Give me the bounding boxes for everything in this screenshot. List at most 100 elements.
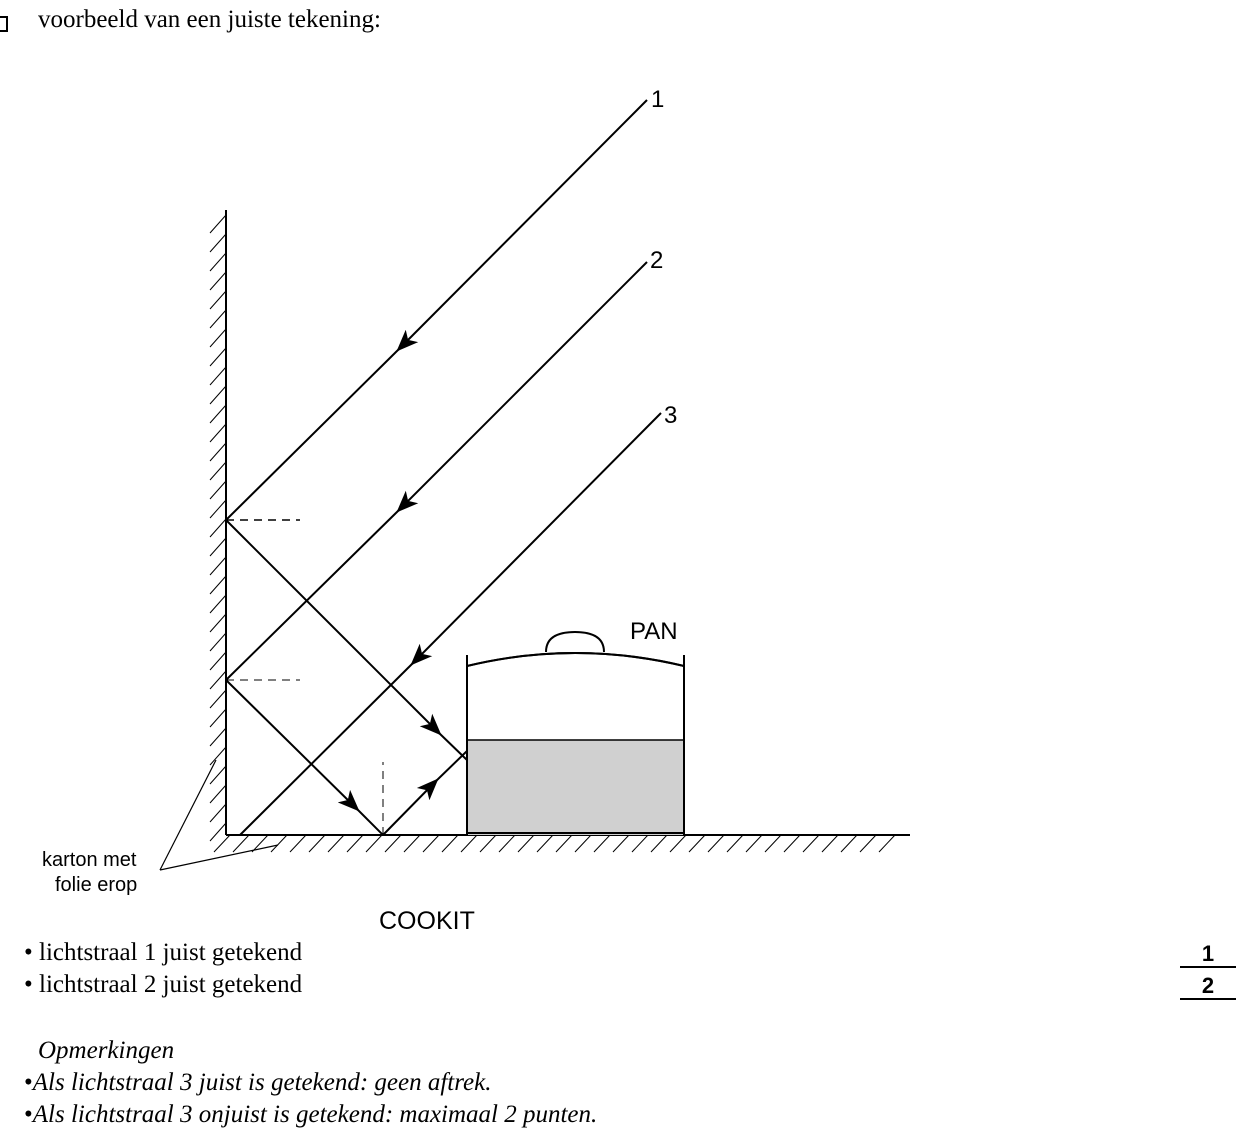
ray-label-1: 1 [651, 86, 664, 113]
floor-hatch-mark [707, 834, 725, 853]
floor-hatch-mark [479, 834, 497, 853]
wall-hatch-mark [209, 480, 227, 500]
floor-hatch-mark [536, 834, 554, 853]
criterion-2: • lichtstraal 2 juist getekend [24, 971, 302, 999]
light-ray-3 [239, 412, 662, 836]
wall-hatch-mark [209, 309, 227, 329]
wall-hatch-mark [209, 689, 227, 709]
floor-hatch-mark [802, 834, 820, 853]
wall-hatch-mark [209, 461, 227, 481]
pointer-line-floor [159, 844, 279, 871]
remark-bullet: • [24, 1069, 33, 1096]
floor-hatch-mark [688, 834, 706, 853]
remark-bullet: • [24, 1101, 33, 1128]
wall-hatch-mark [209, 328, 227, 348]
floor-hatch-mark [593, 834, 611, 853]
remark-item-2: •Als lichtstraal 3 onjuist is getekend: … [24, 1101, 597, 1129]
wall-hatch-mark [209, 822, 227, 842]
floor-hatch-mark [232, 834, 250, 853]
floor-hatch-mark [346, 834, 364, 853]
floor-hatch-mark [745, 834, 763, 853]
pointer-line-wall [159, 759, 217, 871]
floor-hatch-mark [631, 834, 649, 853]
wall-hatch-mark [209, 556, 227, 576]
checkbox-marker [0, 16, 8, 32]
floor-hatch-mark [878, 834, 896, 853]
wall-hatch-mark [209, 708, 227, 728]
floor-hatch-mark [270, 834, 288, 853]
ray-label-2: 2 [650, 247, 663, 274]
floor-hatch-mark [669, 834, 687, 853]
floor-hatch-mark [441, 834, 459, 853]
pan-water [467, 740, 684, 835]
pan-label: PAN [630, 618, 678, 645]
wall-hatch-mark [209, 651, 227, 671]
wall-hatch-mark [209, 347, 227, 367]
cardboard-label-line2: folie erop [55, 874, 137, 896]
score-1: 1 [1180, 942, 1236, 968]
score-2: 2 [1180, 974, 1236, 1000]
vertical-wall [209, 210, 227, 842]
wall-hatch-mark [209, 499, 227, 519]
wall-hatch-mark [209, 803, 227, 823]
floor-hatch-mark [384, 834, 402, 853]
wall-hatch-mark [209, 594, 227, 614]
wall-hatch-mark [209, 404, 227, 424]
cookit-label: COOKIT [379, 907, 475, 935]
floor-hatch-mark [840, 834, 858, 853]
wall-hatch-mark [209, 214, 227, 234]
light-ray-2 [225, 261, 648, 836]
floor-hatch-mark [403, 834, 421, 853]
remark-item-1: •Als lichtstraal 3 juist is getekend: ge… [24, 1069, 491, 1097]
ray-label-3: 3 [664, 402, 677, 429]
light-ray-1 [225, 99, 648, 761]
floor-hatch-mark [327, 834, 345, 853]
criterion-text: lichtstraal 2 juist getekend [39, 971, 303, 998]
wall-hatch-mark [209, 670, 227, 690]
floor-hatch-mark [764, 834, 782, 853]
pan [466, 630, 685, 835]
criterion-bullet: • [24, 971, 33, 998]
floor-hatch-mark [859, 834, 877, 853]
floor-hatch-mark [574, 834, 592, 853]
floor-hatch-mark [498, 834, 516, 853]
wall-hatch-mark [209, 518, 227, 538]
wall-hatch-mark [209, 271, 227, 291]
wall-hatch-mark [209, 727, 227, 747]
wall-hatch-mark [209, 575, 227, 595]
criterion-text: lichtstraal 1 juist getekend [39, 939, 303, 966]
floor-hatch-mark [783, 834, 801, 853]
floor-hatch-mark [612, 834, 630, 853]
floor-hatch-mark [213, 834, 231, 853]
wall-hatch-mark [209, 537, 227, 557]
wall-hatch-mark [209, 746, 227, 766]
wall-hatch-mark [209, 765, 227, 785]
remarks-title: Opmerkingen [38, 1037, 175, 1064]
floor-hatch-mark [555, 834, 573, 853]
floor-hatch-mark [289, 834, 307, 853]
wall-hatch-mark [209, 385, 227, 405]
wall-hatch-mark [209, 632, 227, 652]
floor-hatch-mark [365, 834, 383, 853]
criterion-bullet: • [24, 939, 33, 966]
floor-hatch-mark [517, 834, 535, 853]
floor-hatch-mark [821, 834, 839, 853]
floor-hatch-mark [650, 834, 668, 853]
wall-hatch-mark [209, 252, 227, 272]
floor-hatch-mark [460, 834, 478, 853]
floor-hatch-mark [308, 834, 326, 853]
wall-hatch-mark [209, 366, 227, 386]
header-text: voorbeeld van een juiste tekening: [38, 6, 381, 33]
cardboard-label-line1: karton met [42, 849, 137, 871]
cookit-diagram: 1 2 3 PAN karton met folie erop COOKIT [42, 86, 910, 935]
floor-surface [213, 834, 910, 853]
wall-hatch-mark [209, 442, 227, 462]
wall-hatch-mark [209, 613, 227, 633]
wall-hatch-mark [209, 233, 227, 253]
pan-lid-handle [545, 630, 605, 653]
remark-text: Als lichtstraal 3 juist is getekend: gee… [32, 1069, 492, 1096]
wall-hatch-mark [209, 423, 227, 443]
wall-hatch-mark [209, 290, 227, 310]
floor-hatch-mark [422, 834, 440, 853]
floor-hatch-mark [726, 834, 744, 853]
